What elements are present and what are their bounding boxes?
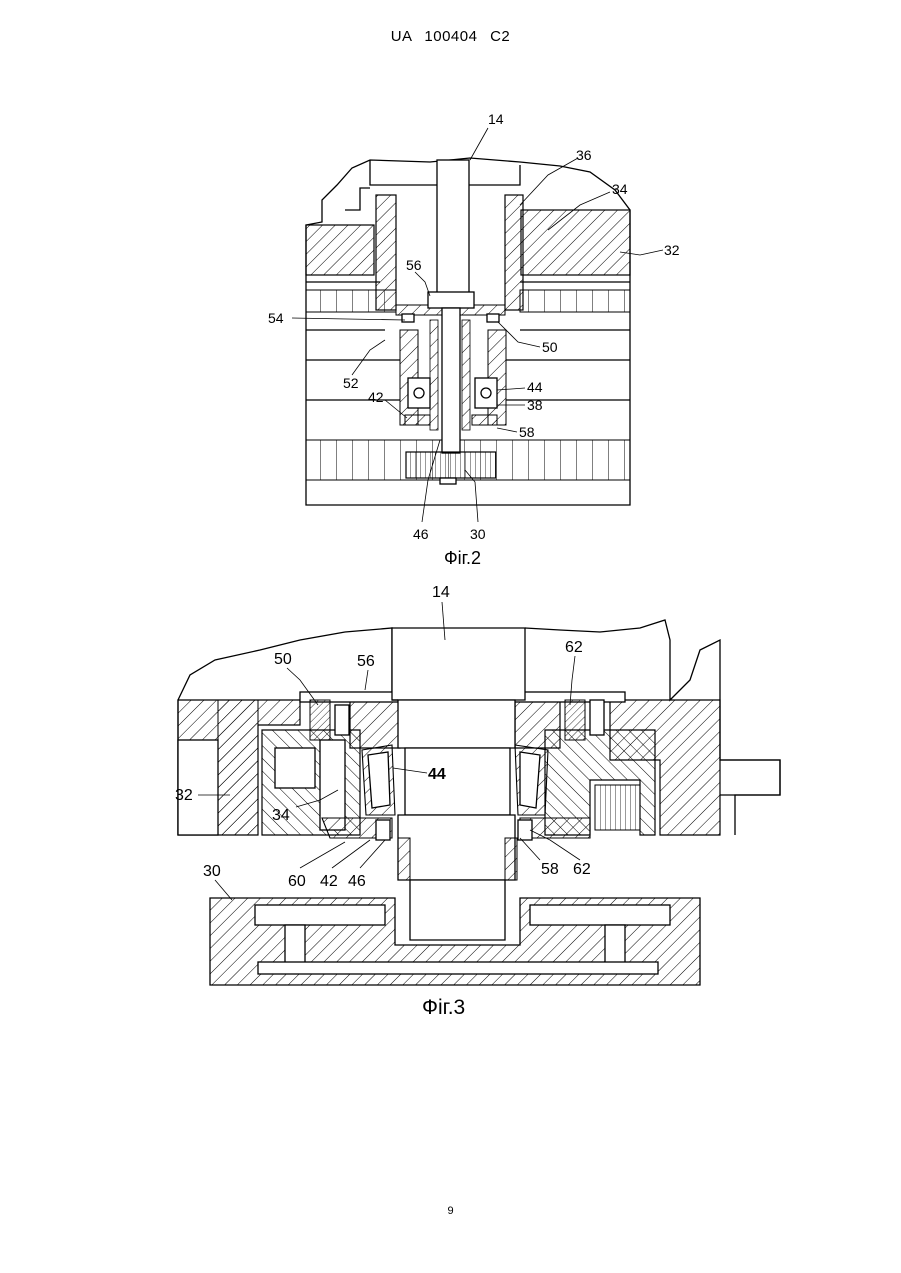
figure-2-drawing [292, 128, 663, 522]
figure-2-caption: Фіг.2 [444, 548, 481, 568]
fig3-label-56: 56 [357, 653, 375, 670]
fig3-label-62-top: 62 [565, 639, 583, 656]
fig2-label-44: 44 [527, 379, 543, 395]
page-number: 9 [0, 1205, 901, 1217]
fig3-label-32: 32 [175, 787, 193, 804]
figure-3-caption: Фіг.3 [422, 996, 465, 1019]
fig2-label-14: 14 [488, 111, 504, 127]
fig2-label-38: 38 [527, 397, 543, 413]
fig3-label-14: 14 [432, 584, 450, 601]
fig3-label-62-bottom: 62 [573, 861, 591, 878]
fig2-label-56: 56 [406, 257, 422, 273]
figure-3-drawing [178, 602, 780, 985]
fig3-label-42: 42 [320, 873, 338, 890]
fig2-label-34: 34 [612, 181, 628, 197]
fig3-label-44: 44 [428, 766, 446, 783]
fig2-label-52: 52 [343, 375, 359, 391]
fig3-label-60: 60 [288, 873, 306, 890]
fig3-label-50: 50 [274, 651, 292, 668]
fig2-label-32: 32 [664, 242, 680, 258]
fig3-label-30: 30 [203, 863, 221, 880]
figure-2-labels: 14 36 34 32 56 54 50 52 44 42 38 58 46 3… [268, 111, 680, 568]
fig3-label-58: 58 [541, 861, 559, 878]
fig2-label-54: 54 [268, 310, 284, 326]
fig2-label-36: 36 [576, 147, 592, 163]
fig2-label-50: 50 [542, 339, 558, 355]
fig2-label-30: 30 [470, 526, 486, 542]
fig3-label-34: 34 [272, 807, 290, 824]
fig3-label-46: 46 [348, 873, 366, 890]
fig2-label-42: 42 [368, 389, 384, 405]
fig2-label-46: 46 [413, 526, 429, 542]
fig2-label-58: 58 [519, 424, 535, 440]
